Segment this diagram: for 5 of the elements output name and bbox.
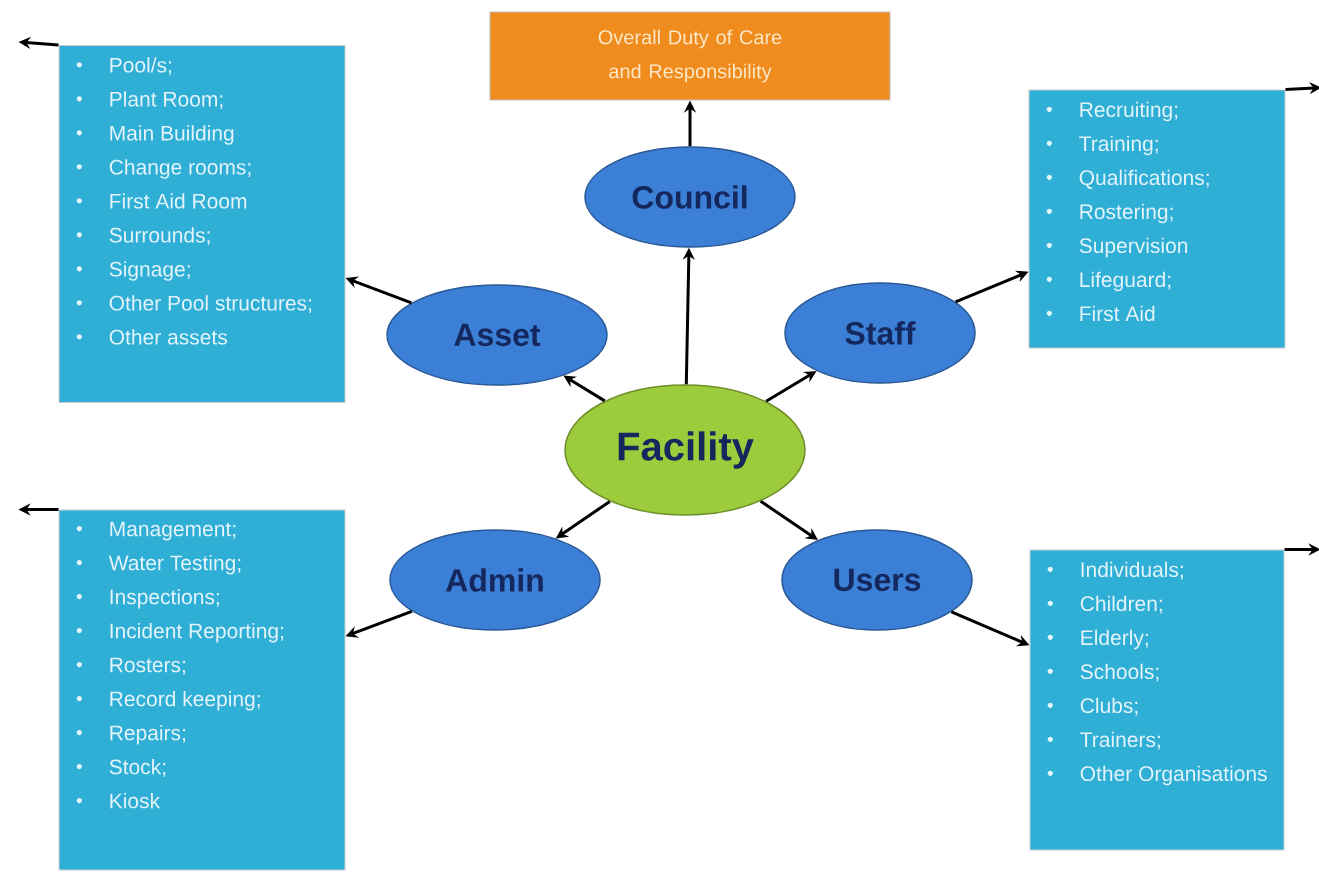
list-box: Recruiting; Training; Qualifications; Rostering; Supervision Lifeguard; First Aid bbox=[1028, 89, 1286, 349]
list-box: Pool/s; Plant Room; Main Building Change rooms; First Aid Room Surrounds; Signage; Other Pool structures; Other assets bbox=[58, 45, 346, 403]
list-box: Individuals; Children; Elderly; Schools; Clubs; Trainers; Other Organisations bbox=[1029, 549, 1285, 851]
responsibility-box: Overall Duty of Care and Responsibility bbox=[489, 11, 891, 101]
list-box: Management; Water Testing; Inspections; Incident Reporting; Rosters; Record keeping; Repairs; Stock; Kiosk bbox=[58, 509, 346, 871]
